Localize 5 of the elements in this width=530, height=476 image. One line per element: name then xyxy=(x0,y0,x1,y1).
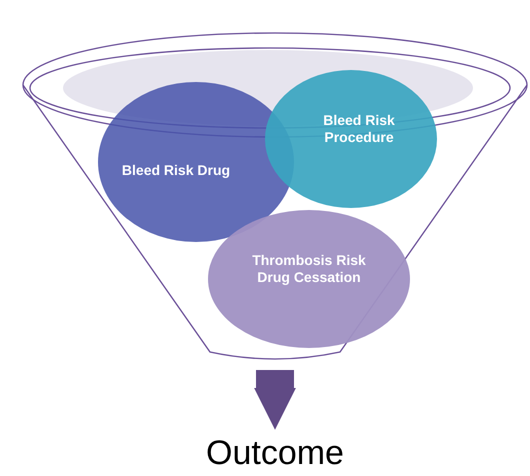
outcome-label: Outcome xyxy=(165,430,385,476)
circle-label: Bleed Risk Drug xyxy=(122,162,230,178)
circle-label: Bleed Risk Procedure xyxy=(322,112,396,146)
block-arrow xyxy=(254,370,296,430)
circle-label: Thrombosis Risk Drug Cessation xyxy=(251,252,367,286)
